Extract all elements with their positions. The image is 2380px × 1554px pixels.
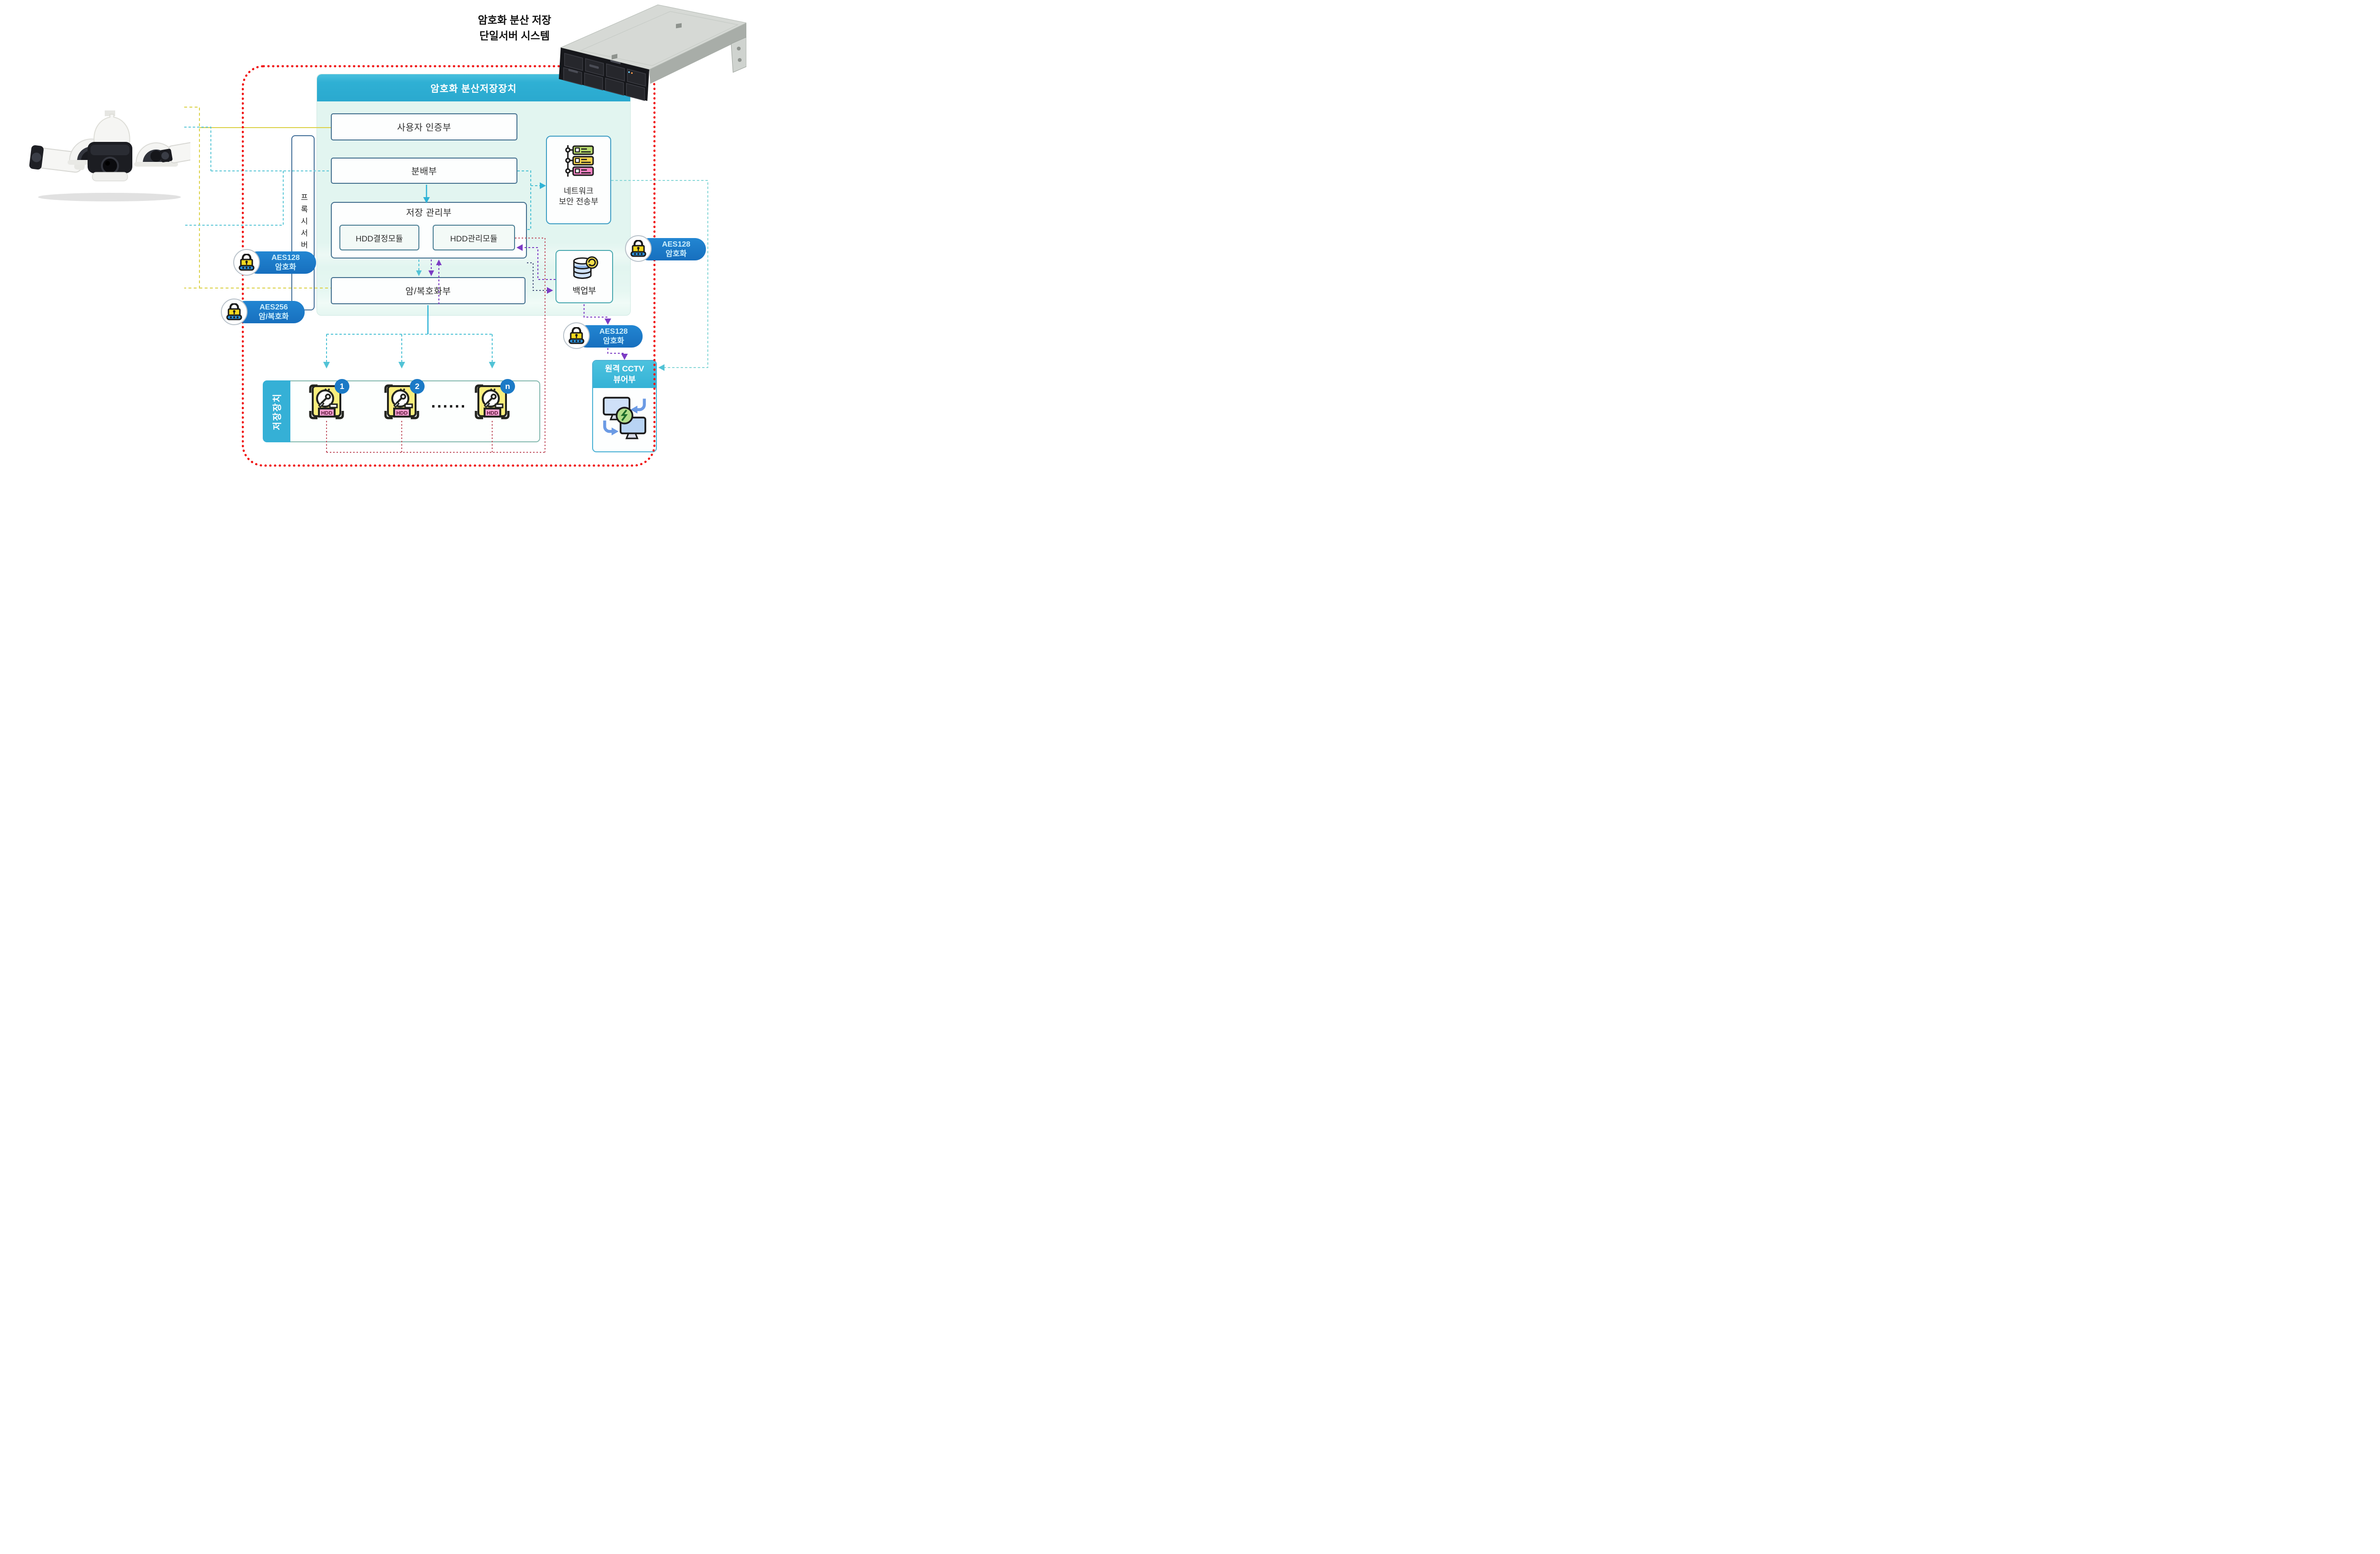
- crypto-label: 암/복호화부: [405, 287, 451, 297]
- disk-number-2: 2: [410, 379, 425, 394]
- network-unit-label-line2: 보안 전송부: [559, 197, 598, 207]
- system-title: 암호화 분산 저장 단일서버 시스템: [450, 12, 579, 44]
- remote-viewer-label-line2: 뷰어부: [613, 375, 636, 384]
- storage-mgmt-label: 저장 관리부: [406, 208, 452, 218]
- disk-number-n: n: [500, 379, 515, 394]
- network-servers-icon: [565, 145, 594, 177]
- device-header-label: 암호화 분산저장장치: [430, 84, 517, 94]
- hdd-icon: HDD: [475, 384, 510, 419]
- hdd-disk-n: HDD n: [474, 379, 515, 420]
- badge-aes128-backup-mode: 암호화: [603, 337, 625, 345]
- badge-aes256-mode: 암/복호화: [258, 312, 289, 321]
- backup-unit: 백업부: [555, 250, 613, 303]
- backup-unit-label: 백업부: [572, 286, 596, 296]
- encryption-lock-icon: [233, 249, 260, 276]
- disk-number-1: 1: [335, 379, 349, 394]
- remote-viewing-icon: [603, 397, 646, 439]
- encryption-lock-icon: [563, 322, 590, 349]
- cctv-cameras-icon: [29, 110, 196, 201]
- proxy-server: 프록시서버: [291, 135, 315, 310]
- backup-database-icon: [573, 256, 598, 279]
- network-security-unit: 네트워크 보안 전송부: [546, 136, 611, 224]
- encryption-lock-icon: [625, 235, 652, 262]
- storage-devices-sidebar: 저장장치: [263, 380, 290, 442]
- cctv-cameras-image: [29, 110, 196, 206]
- distribution-label: 분배부: [411, 167, 437, 177]
- user-auth-label: 사용자 인증부: [397, 123, 451, 133]
- network-unit-label-line1: 네트워크: [564, 187, 594, 196]
- badge-aes128-ingest-algo: AES128: [271, 253, 300, 262]
- hdd-disk-1: HDD 1: [308, 379, 349, 420]
- hdd-decision-module: HDD결정모듈: [339, 225, 419, 250]
- user-auth-unit: 사용자 인증부: [331, 113, 517, 140]
- hdd-decision-label: HDD결정모듈: [356, 234, 403, 243]
- remote-viewer-label-line1: 원격 CCTV: [605, 364, 645, 374]
- remote-viewer-header: 원격 CCTV 뷰어부: [593, 361, 656, 388]
- hdd-mgmt-label: HDD관리모듈: [450, 234, 498, 243]
- badge-aes128-transfer-algo: AES128: [662, 240, 691, 249]
- diagram-canvas: 암호화 분산 저장 단일서버 시스템: [0, 0, 746, 471]
- badge-aes128-ingest-mode: 암호화: [275, 263, 297, 271]
- remote-cctv-viewer-unit: 원격 CCTV 뷰어부: [592, 360, 657, 452]
- hdd-text: HDD: [487, 410, 498, 416]
- proxy-server-label: 프록시서버: [299, 193, 307, 253]
- distribution-unit: 분배부: [331, 158, 517, 184]
- encryption-lock-icon: [221, 299, 248, 325]
- rack-server-icon: [559, 4, 746, 101]
- hdd-text: HDD: [321, 410, 333, 416]
- hdd-icon: HDD: [309, 384, 344, 419]
- hdd-icon: HDD: [384, 384, 419, 419]
- badge-aes256-algo: AES256: [259, 303, 288, 311]
- hdd-disk-2: HDD 2: [384, 379, 425, 420]
- hdd-mgmt-module: HDD관리모듈: [433, 225, 515, 250]
- hdd-text: HDD: [397, 410, 408, 416]
- system-title-line2: 단일서버 시스템: [479, 30, 550, 42]
- disk-ellipsis: ......: [431, 393, 467, 411]
- badge-aes128-transfer-mode: 암호화: [665, 249, 687, 258]
- system-title-line1: 암호화 분산 저장: [478, 14, 551, 26]
- storage-devices-label: 저장장치: [272, 393, 283, 430]
- rack-server-image: [533, 0, 746, 105]
- badge-aes128-backup-algo: AES128: [599, 327, 628, 336]
- crypto-unit: 암/복호화부: [331, 277, 526, 304]
